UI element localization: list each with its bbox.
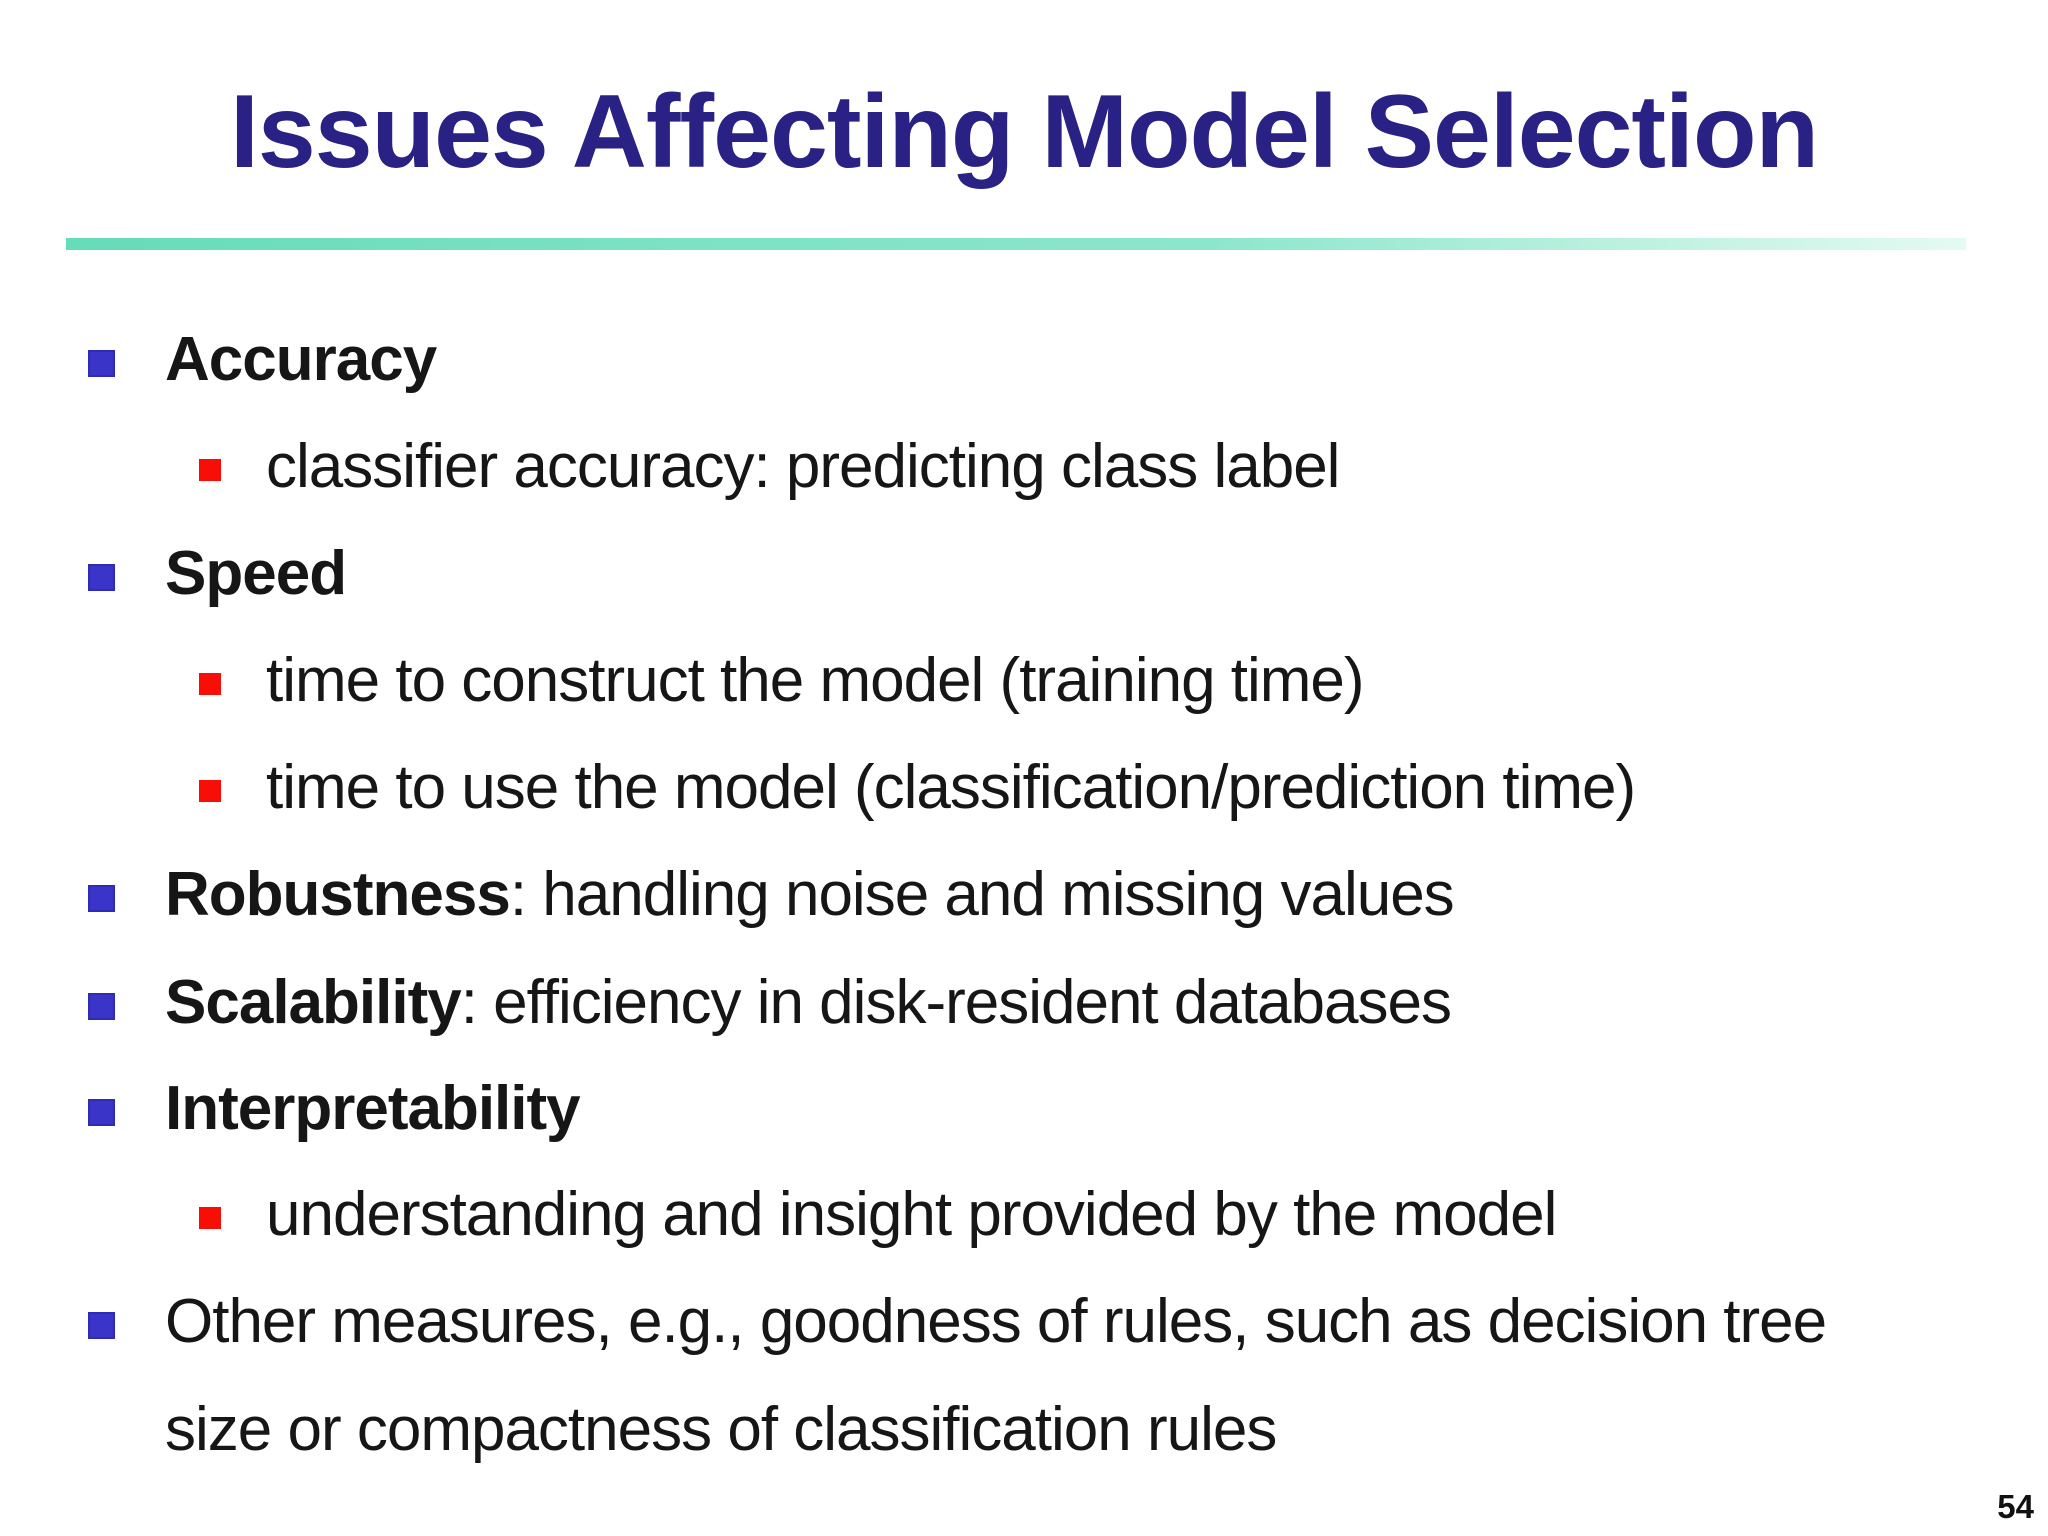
list-item-rest-text: : efficiency in disk-resident databases — [460, 968, 1452, 1037]
list-item-text: classifier accuracy: predicting class la… — [266, 413, 1340, 521]
red-square-bullet-icon — [199, 459, 221, 481]
list-item-text: Robustness: handling noise and missing v… — [165, 841, 1455, 949]
list-item-training-time: time to construct the model (training ti… — [199, 627, 1365, 735]
list-item-text: Other measures, e.g., goodness of rules,… — [165, 1268, 1925, 1484]
list-item-text: understanding and insight provided by th… — [266, 1161, 1557, 1269]
list-item-rest-text: time to use the model (classification/pr… — [266, 753, 1636, 822]
blue-square-bullet-icon — [88, 1312, 115, 1339]
list-item-text: time to construct the model (training ti… — [266, 627, 1365, 735]
list-item-bold-text: Interpretability — [165, 1074, 581, 1143]
list-item-speed: Speed — [88, 520, 347, 628]
list-item-accuracy: Accuracy — [88, 306, 437, 414]
red-square-bullet-icon — [199, 780, 221, 802]
list-item-understanding: understanding and insight provided by th… — [199, 1161, 1557, 1269]
list-item-interpretability: Interpretability — [88, 1055, 581, 1163]
list-item-rest-text: Other measures, e.g., goodness of rules,… — [165, 1287, 1827, 1464]
list-item-robustness: Robustness: handling noise and missing v… — [88, 841, 1455, 949]
list-item-bold-text: Speed — [165, 539, 347, 608]
blue-square-bullet-icon — [88, 1099, 115, 1126]
list-item-other-measures: Other measures, e.g., goodness of rules,… — [88, 1268, 1925, 1484]
list-item-bold-text: Accuracy — [165, 325, 437, 394]
list-item-text: Interpretability — [165, 1055, 581, 1163]
list-item-bold-text: Robustness — [165, 860, 511, 929]
list-item-scalability: Scalability: efficiency in disk-resident… — [88, 949, 1452, 1057]
blue-square-bullet-icon — [88, 885, 115, 912]
list-item-text: time to use the model (classification/pr… — [266, 734, 1636, 842]
list-item-text: Accuracy — [165, 306, 437, 414]
list-item-text: Speed — [165, 520, 347, 628]
list-item-rest-text: time to construct the model (training ti… — [266, 646, 1365, 715]
list-item-prediction-time: time to use the model (classification/pr… — [199, 734, 1636, 842]
blue-square-bullet-icon — [88, 350, 115, 377]
list-item-rest-text: : handling noise and missing values — [509, 860, 1455, 929]
red-square-bullet-icon — [199, 1207, 221, 1229]
list-item-rest-text: classifier accuracy: predicting class la… — [266, 432, 1340, 501]
title-separator-rule — [66, 238, 1966, 250]
list-item-text: Scalability: efficiency in disk-resident… — [165, 949, 1452, 1057]
blue-square-bullet-icon — [88, 564, 115, 591]
slide-title: Issues Affecting Model Selection — [229, 74, 1819, 190]
page-number: 54 — [1997, 1488, 2034, 1525]
list-item-classifier-accuracy: classifier accuracy: predicting class la… — [199, 413, 1340, 521]
blue-square-bullet-icon — [88, 993, 115, 1020]
red-square-bullet-icon — [199, 673, 221, 695]
list-item-rest-text: understanding and insight provided by th… — [266, 1180, 1557, 1249]
list-item-bold-text: Scalability — [165, 968, 462, 1037]
